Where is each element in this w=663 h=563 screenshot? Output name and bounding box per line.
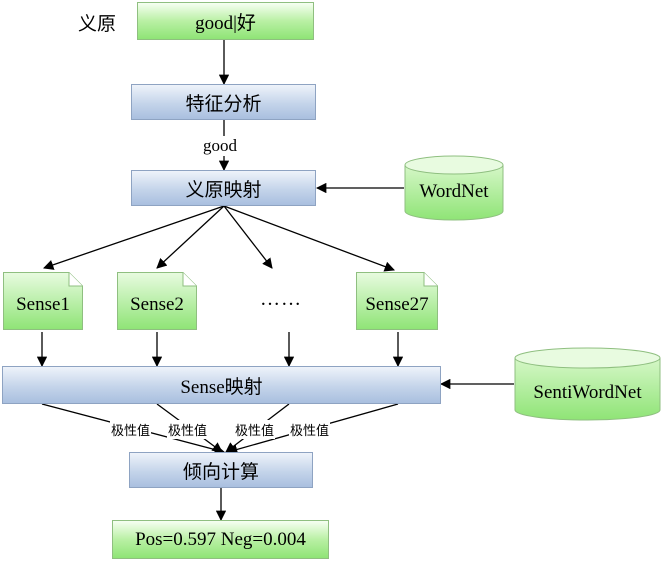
polarity-label: 极性值 (167, 420, 209, 439)
wordnet-label: WordNet (419, 181, 489, 202)
sentiwordnet-database: SentiWordNet (514, 347, 661, 421)
arrow-sememe-to-sense2 (156, 205, 225, 269)
arrow-sememe-to-sense1 (43, 205, 225, 270)
tendency-calc-box: 倾向计算 (129, 452, 313, 488)
arrow-sememe-to-ellipsis (223, 205, 273, 269)
feature-output-label: good (202, 136, 238, 156)
sentiwordnet-label: SentiWordNet (533, 382, 642, 403)
feature-analysis-box: 特征分析 (131, 84, 316, 120)
sense-doc-27: Sense27 (356, 272, 438, 330)
sense-doc-1: Sense1 (3, 272, 83, 330)
sense-label: Sense27 (365, 294, 429, 315)
arrow-sememe-to-sense27 (223, 205, 395, 272)
sememe-label: 义原 (78, 14, 117, 35)
sense-mapping-box: Sense映射 (2, 366, 441, 404)
sememe-mapping-box: 义原映射 (131, 170, 316, 206)
database-icon (404, 155, 504, 221)
result-box: Pos=0.597 Neg=0.004 (112, 520, 329, 559)
polarity-label: 极性值 (289, 420, 331, 439)
sense-label: Sense2 (130, 294, 184, 315)
document-icon (117, 272, 197, 330)
database-icon (514, 347, 661, 421)
document-icon (356, 272, 438, 330)
sense-doc-2: Sense2 (117, 272, 197, 330)
document-icon (3, 272, 83, 330)
wordnet-database: WordNet (404, 155, 504, 221)
polarity-label: 极性值 (234, 420, 276, 439)
sense-label: Sense1 (16, 294, 70, 315)
input-word-box: good|好 (137, 2, 314, 40)
sense-ellipsis: …… (260, 288, 302, 310)
polarity-label: 极性值 (110, 420, 152, 439)
